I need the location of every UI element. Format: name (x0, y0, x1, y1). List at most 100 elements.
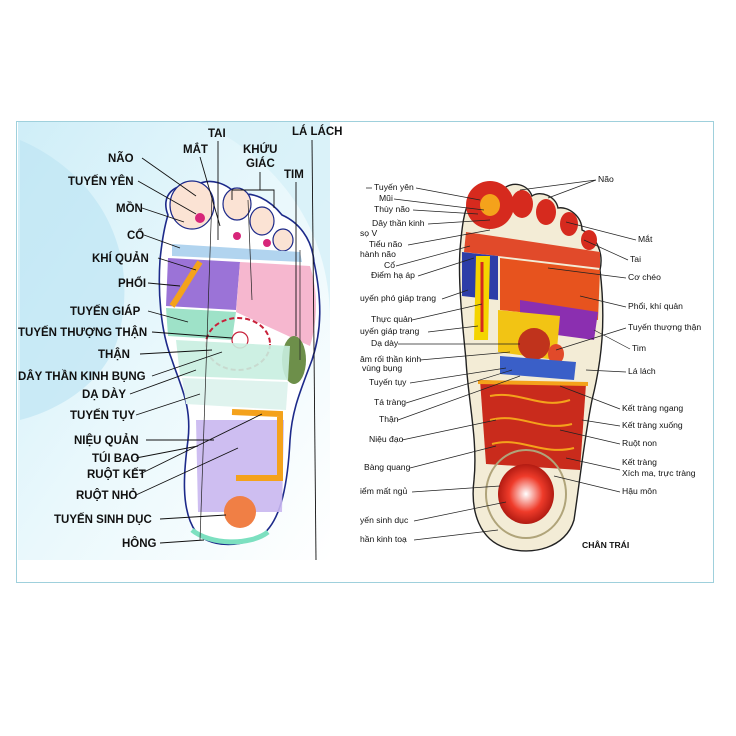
leader-khi-quan (157, 257, 197, 271)
rleader-diem-mat-ngu (411, 485, 501, 493)
right-toe-3 (536, 199, 556, 225)
left-pancreas-zone (182, 378, 288, 410)
rlabel-da-day: Dạ dày (371, 338, 399, 348)
rleader-giap-trang (427, 325, 479, 333)
rlabel-ket-trang-ngang: Kết tràng ngang (622, 403, 683, 413)
right-blue-zone-2 (500, 356, 576, 380)
rlabel-bang-quang: Bàng quang (364, 462, 411, 472)
rlabel-nieu-dao: Niệu đạo (369, 434, 404, 444)
rlabel-hau-mon: Hậu môn (622, 486, 657, 496)
label-co: CỔ (127, 229, 144, 242)
leader-tuyen-yen (137, 180, 197, 215)
rleader-tieu-nao (407, 229, 491, 246)
rleader-ket-trang-ngang (559, 385, 621, 410)
right-toe-4 (560, 212, 578, 236)
label-tuyen-giap: TUYẾN GIÁP (70, 305, 141, 318)
label-mon: MỒN (116, 202, 143, 215)
left-eye-dot (233, 232, 241, 240)
label-tuyen-thuong-than: TUYẾN THƯỢNG THẬN (18, 326, 147, 339)
rleader-tim (593, 329, 631, 350)
rleader-la-lach (585, 369, 627, 373)
rleader-hau-mon (553, 475, 621, 493)
label-khuu-2: GIÁC (246, 157, 275, 170)
rlabel-nao: Não (598, 174, 614, 184)
left-thyroid-zone (166, 308, 236, 340)
right-heel-zone (498, 464, 554, 524)
rlabel-than-kinh-toa: hần kinh toạ (360, 534, 407, 544)
left-big-toe (169, 180, 215, 230)
label-la-lach: LÁ LÁCH (292, 125, 342, 138)
left-stomach-zone (176, 340, 290, 380)
rleader-than-kinh-toa (413, 529, 499, 541)
rlabel-mui: Mũi (379, 193, 393, 203)
leader-tuyen-giap (147, 310, 189, 323)
label-tuyen-yen: TUYẾN YÊN (68, 175, 134, 188)
leader-than (139, 349, 213, 355)
rleader-tuyen-thuong-than (555, 327, 627, 351)
rlabel-phoi-khi-quan: Phổi, khí quản (628, 301, 683, 311)
right-stomach-zone (518, 328, 550, 360)
left-bronchi-arc (169, 260, 203, 308)
leader-tui-bao (135, 445, 199, 459)
rleader-thuc-quan (411, 303, 483, 321)
rleader-ket-trang-xuong (581, 419, 621, 427)
label-khi-quan: KHÍ QUẢN (92, 252, 149, 265)
rlabel-day-than-kinh-1: Dây thần kinh (372, 218, 425, 228)
rleader-phoi-khi-quan (579, 295, 627, 308)
left-ear-dot (263, 239, 271, 247)
rleader-mat (565, 221, 637, 241)
label-ruot-nho: RUỘT NHỎ (76, 489, 137, 502)
left-background-swoosh-2 (200, 122, 330, 320)
rleader-bang-quang (409, 445, 497, 469)
right-heel-outer (485, 449, 567, 539)
leader-co (143, 234, 181, 249)
rleader-diem-ha-ap (417, 257, 475, 277)
rlabel-thuc-quan: Thực quản (371, 314, 413, 324)
leader-phoi (147, 282, 181, 287)
rlabel-thuy-nao: Thùy não (374, 204, 410, 214)
label-tuyen-tuy: TUYẾN TỤY (70, 409, 136, 422)
label-da-day: DẠ DÀY (82, 388, 126, 401)
rlabel-ket-trang-xuong: Kết tràng xuống (622, 420, 683, 430)
rleader-day-than-kinh (427, 219, 491, 225)
left-toe-2 (222, 187, 252, 221)
left-colon-arc (231, 409, 283, 481)
rlabel-day-than-kinh-2: sọ V (360, 228, 377, 238)
label-nieu-quan: NIỆU QUẢN (74, 434, 139, 447)
rlabel-ruot-non: Ruột non (622, 438, 657, 448)
label-ruot-ket: RUỘT KẾT (87, 468, 146, 481)
label-tui-bao: TÚI BAO (92, 452, 139, 465)
left-hip-zone (190, 527, 270, 545)
right-toe-5 (581, 230, 597, 250)
rlabel-tieu-nao-1: Tiểu não (369, 239, 402, 249)
label-nao: NÃO (108, 152, 134, 165)
rlabel-ta-trang: Tá tràng (374, 397, 406, 407)
label-day-than-kinh-bung: DÂY THẦN KINH BỤNG (18, 370, 146, 383)
right-neck-band (464, 232, 600, 268)
left-meridian-2 (247, 199, 253, 301)
left-toe-3 (249, 206, 275, 236)
left-intestine-zone (196, 420, 284, 512)
right-foot-diagram: Tuyến yên Mũi Thùy não Dây thần kinh sọ … (360, 174, 701, 552)
rlabel-giap-trang: uyến giáp trạng (360, 326, 419, 336)
leader-ruot-nho (135, 447, 239, 496)
rleader-tai (583, 239, 629, 261)
rlabel-xich-ma: Xích ma, trực tràng (622, 468, 696, 478)
rleader-nao (519, 179, 597, 199)
left-lung-zone (166, 258, 240, 310)
right-toe-2 (511, 190, 533, 218)
label-tuyen-sinh-duc: TUYẾN SINH DỤC (54, 513, 152, 526)
rlabel-co: Cổ (384, 260, 395, 270)
rleader-tuyen-yen (366, 187, 481, 201)
right-colon-band (477, 380, 589, 386)
leader-day-than-kinh-bung (151, 351, 223, 377)
rlabel-tieu-nao-2: hành não (360, 249, 396, 259)
leader-hong (159, 539, 205, 544)
rlabel-tim: Tim (632, 343, 646, 353)
rlabel-vung-bung-2: vùng bụng (362, 363, 402, 373)
label-tim: TIM (284, 169, 304, 181)
right-foot-caption: CHÂN TRÁI (582, 539, 629, 550)
rlabel-ket-trang: Kết tràng (622, 457, 657, 467)
leader-tuyen-thuong-than (151, 331, 233, 339)
left-foot-diagram: NÃO TUYẾN YÊN MỒN CỔ KHÍ QUẢN PHỔI TUYẾN… (18, 122, 342, 561)
